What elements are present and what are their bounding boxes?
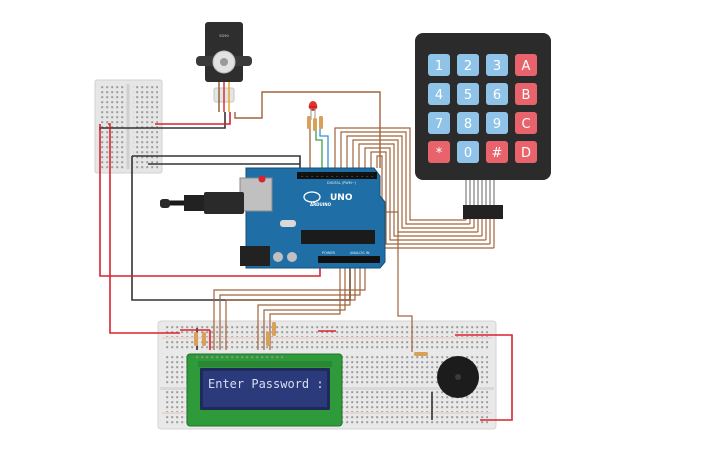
keypad-key-c: C xyxy=(515,112,537,134)
keypad-key-star: * xyxy=(428,141,450,163)
keypad-key-5: 5 xyxy=(457,83,479,105)
breadboard-resistors xyxy=(194,322,428,356)
wires xyxy=(99,91,513,421)
keypad-key-9: 9 xyxy=(486,112,508,134)
keypad-key-3: 3 xyxy=(486,54,508,76)
keypad-key-label: 2 xyxy=(464,59,472,74)
keypad-key-7: 7 xyxy=(428,112,450,134)
keypad-key-label: 0 xyxy=(464,146,472,161)
keypad-key-8: 8 xyxy=(457,112,479,134)
lcd-text: Enter Password : xyxy=(208,377,324,391)
arduino-power-label: POWER xyxy=(322,251,336,255)
keypad-key-0: 0 xyxy=(457,141,479,163)
keypad-key-label: 4 xyxy=(435,88,443,103)
keypad-key-label: 8 xyxy=(464,117,472,132)
usb-cable xyxy=(160,192,244,214)
keypad-key-4: 4 xyxy=(428,83,450,105)
keypad-key-hash: # xyxy=(486,141,508,163)
keypad-key-label: 6 xyxy=(493,88,501,103)
keypad-key-label: B xyxy=(522,88,531,103)
keypad-key-6: 6 xyxy=(486,83,508,105)
small-breadboard xyxy=(94,79,163,174)
keypad-key-label: * xyxy=(436,146,443,161)
led-with-resistors xyxy=(307,101,323,131)
keypad-key-label: C xyxy=(521,117,530,132)
keypad-key-2: 2 xyxy=(457,54,479,76)
arduino-model-label: UNO xyxy=(330,193,353,203)
arduino-brand-label: ARDUINO xyxy=(310,202,332,207)
arduino-analog-label: ANALOG IN xyxy=(350,251,370,255)
keypad-key-label: 7 xyxy=(435,117,443,132)
arduino-digital-label: DIGITAL (PWM~) xyxy=(327,181,357,185)
servo-label: SG90 xyxy=(219,34,228,38)
servo-motor: SG90 xyxy=(196,22,252,112)
keypad-key-label: A xyxy=(522,59,531,74)
keypad-key-b: B xyxy=(515,83,537,105)
keypad-key-label: D xyxy=(521,146,531,161)
keypad-4x4: 1 2 3 A 4 5 6 B 7 8 9 C * 0 # D xyxy=(415,33,551,219)
lcd-16x2-display: Enter Password : xyxy=(186,353,343,427)
keypad-key-label: 3 xyxy=(493,59,501,74)
arduino-uno-board: DIGITAL (PWM~) UNO ARDUINO POWER ANALOG … xyxy=(239,167,386,269)
keypad-key-label: 5 xyxy=(464,88,472,103)
keypad-key-label: # xyxy=(492,146,503,161)
keypad-key-a: A xyxy=(515,54,537,76)
keypad-key-label: 1 xyxy=(435,59,443,74)
keypad-key-label: 9 xyxy=(493,117,501,132)
piezo-buzzer xyxy=(437,356,479,398)
keypad-key-1: 1 xyxy=(428,54,450,76)
keypad-key-d: D xyxy=(515,141,537,163)
